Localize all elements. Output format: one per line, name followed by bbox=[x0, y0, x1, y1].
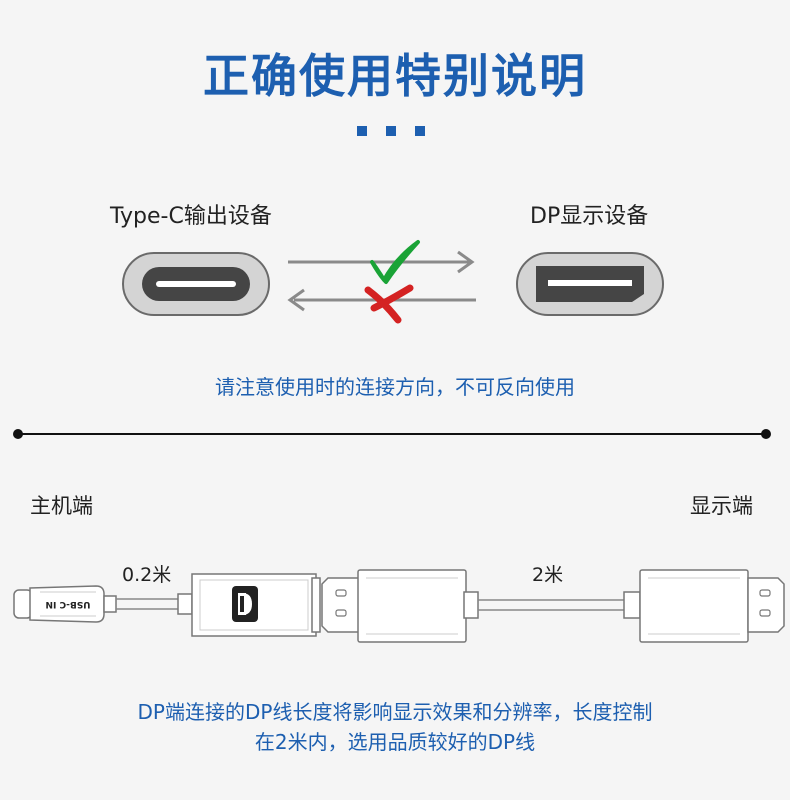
cross-icon bbox=[364, 284, 414, 324]
target-device-label: DP显示设备 bbox=[530, 204, 649, 229]
direction-arrows bbox=[287, 240, 476, 324]
dp-logo-icon bbox=[232, 586, 258, 622]
short-cable-length: 0.2米 bbox=[122, 564, 172, 586]
source-device-label: Type-C输出设备 bbox=[110, 204, 272, 229]
title-dots-divider bbox=[357, 121, 444, 140]
dp-adapter-body bbox=[191, 573, 321, 637]
displayport-port-icon bbox=[516, 252, 664, 316]
short-cable bbox=[116, 598, 180, 610]
type-c-port-icon bbox=[122, 252, 270, 316]
check-icon bbox=[370, 240, 420, 284]
long-cable bbox=[478, 599, 626, 611]
forward-arrow bbox=[288, 250, 475, 274]
page-title: 正确使用特别说明 bbox=[203, 49, 587, 103]
host-end-label: 主机端 bbox=[30, 494, 93, 518]
section-divider bbox=[13, 429, 771, 439]
cable-assembly-diagram bbox=[13, 569, 785, 643]
dp-male-plug-right bbox=[623, 569, 785, 643]
cable-length-note-line2: 在2米内，选用品质较好的DP线 bbox=[254, 730, 536, 754]
usb-c-plug-body bbox=[29, 585, 105, 623]
long-cable-length: 2米 bbox=[532, 564, 564, 586]
display-end-label: 显示端 bbox=[690, 494, 753, 518]
cable-length-note-line1: DP端连接的DP线长度将影响显示效果和分辨率，长度控制 bbox=[137, 700, 653, 724]
usb-c-in-plug-label: USB-C IN bbox=[45, 599, 91, 609]
direction-note: 请注意使用时的连接方向，不可反向使用 bbox=[215, 375, 575, 399]
dp-male-plug-left bbox=[321, 569, 479, 643]
